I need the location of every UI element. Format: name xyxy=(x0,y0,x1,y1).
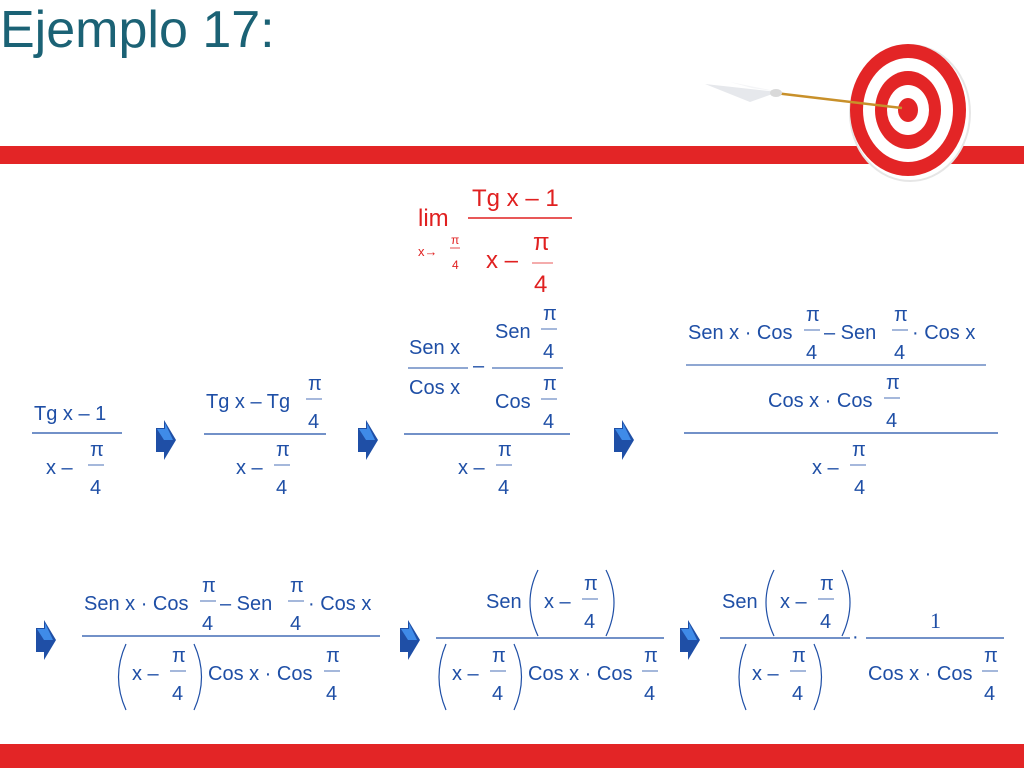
step1-den-x: x – xyxy=(46,457,74,479)
svg-text:– Sen: – Sen xyxy=(220,593,272,615)
step-1: Tg x – 1 x – π 4 xyxy=(32,403,122,499)
svg-text:π: π xyxy=(886,372,900,394)
svg-text:π: π xyxy=(852,439,866,461)
svg-text:Cos x · Cos: Cos x · Cos xyxy=(868,663,972,685)
target-icon xyxy=(705,44,971,182)
svg-text:Cos x · Cos: Cos x · Cos xyxy=(208,663,312,685)
svg-text:4: 4 xyxy=(820,611,831,633)
right-arrow-icon xyxy=(614,420,634,460)
step-3: Sen x Cos x – Sen π 4 Cos π 4 x – π 4 xyxy=(404,303,570,499)
step-4: Sen x · Cos π 4 – Sen π 4 · Cos x Cos x … xyxy=(684,304,998,499)
svg-text:4: 4 xyxy=(492,683,503,705)
svg-text:4: 4 xyxy=(584,611,595,633)
svg-text:4: 4 xyxy=(290,613,301,635)
svg-text:π: π xyxy=(326,645,340,667)
step-7: Sen x – π 4 x – π 4 · 1 Cos x · Cos π 4 xyxy=(720,569,1004,711)
step2-den-x: x – xyxy=(236,457,264,479)
svg-text:4: 4 xyxy=(326,683,337,705)
svg-text:4: 4 xyxy=(854,477,865,499)
svg-text:π: π xyxy=(543,303,557,325)
step-6: Sen x – π 4 x – π 4 Cos x · Cos π 4 xyxy=(436,569,664,711)
svg-text:π: π xyxy=(90,439,104,461)
svg-text:4: 4 xyxy=(984,683,995,705)
svg-text:4: 4 xyxy=(90,477,101,499)
svg-text:Sen x · Cos: Sen x · Cos xyxy=(688,322,792,344)
svg-text:x –: x – xyxy=(544,591,572,613)
lim-sub-four: 4 xyxy=(452,258,459,272)
svg-text:4: 4 xyxy=(644,683,655,705)
svg-text:Sen: Sen xyxy=(722,591,758,613)
svg-text:π: π xyxy=(894,304,908,326)
svg-text:π: π xyxy=(644,645,658,667)
svg-text:π: π xyxy=(820,573,834,595)
svg-text:π: π xyxy=(584,573,598,595)
svg-text:4: 4 xyxy=(792,683,803,705)
svg-text:· Cos x: · Cos x xyxy=(308,593,371,615)
lim-den-pi: π xyxy=(533,229,550,256)
svg-text:x –: x – xyxy=(780,591,808,613)
arrow-icon xyxy=(705,82,903,110)
lim-label: lim xyxy=(418,205,449,232)
svg-text:4: 4 xyxy=(308,411,319,433)
svg-text:· Cos x: · Cos x xyxy=(912,322,975,344)
svg-text:Sen: Sen xyxy=(495,321,531,343)
svg-text:Cos x: Cos x xyxy=(409,377,460,399)
svg-text:π: π xyxy=(806,304,820,326)
page-title: Ejemplo 17: xyxy=(0,1,275,59)
svg-text:π: π xyxy=(276,439,290,461)
svg-text:4: 4 xyxy=(172,683,183,705)
step2-numerator: Tg x – Tg xyxy=(206,391,290,413)
svg-text:Sen x · Cos: Sen x · Cos xyxy=(84,593,188,615)
svg-text:π: π xyxy=(172,645,186,667)
svg-text:x –: x – xyxy=(452,663,480,685)
right-arrow-icon xyxy=(680,620,700,660)
svg-text:·: · xyxy=(852,626,859,648)
lim-den-four: 4 xyxy=(534,271,547,298)
svg-text:4: 4 xyxy=(806,342,817,364)
lim-sub-pi: π xyxy=(451,233,459,247)
svg-text:4: 4 xyxy=(543,341,554,363)
svg-text:π: π xyxy=(792,645,806,667)
svg-text:4: 4 xyxy=(894,342,905,364)
svg-text:4: 4 xyxy=(498,477,509,499)
lim-subscript: x→ xyxy=(418,244,438,259)
svg-text:– Sen: – Sen xyxy=(824,322,876,344)
svg-text:x –: x – xyxy=(812,457,840,479)
svg-text:π: π xyxy=(202,575,216,597)
svg-text:Sen: Sen xyxy=(486,591,522,613)
right-arrow-icon xyxy=(156,420,176,460)
step-2: Tg x – Tg π 4 x – π 4 xyxy=(204,373,326,499)
top-accent-band xyxy=(0,146,1024,164)
lim-numerator: Tg x – 1 xyxy=(472,185,559,212)
svg-text:Cos: Cos xyxy=(495,391,531,413)
svg-text:π: π xyxy=(984,645,998,667)
svg-text:π: π xyxy=(290,575,304,597)
bottom-accent-band xyxy=(0,744,1024,768)
svg-text:Sen x: Sen x xyxy=(409,337,460,359)
svg-text:Cos x · Cos: Cos x · Cos xyxy=(768,390,872,412)
svg-text:x –: x – xyxy=(458,457,486,479)
svg-text:π: π xyxy=(498,439,512,461)
step-5: Sen x · Cos π 4 – Sen π 4 · Cos x x – π … xyxy=(82,575,380,711)
svg-text:Cos x · Cos: Cos x · Cos xyxy=(528,663,632,685)
svg-text:4: 4 xyxy=(276,477,287,499)
svg-text:4: 4 xyxy=(543,411,554,433)
svg-text:–: – xyxy=(473,355,485,377)
svg-text:x –: x – xyxy=(132,663,160,685)
svg-text:4: 4 xyxy=(886,410,897,432)
svg-text:1: 1 xyxy=(930,608,941,633)
limit-expression: lim x→ π 4 Tg x – 1 x – π 4 xyxy=(418,185,572,298)
right-arrow-icon xyxy=(36,620,56,660)
svg-text:π: π xyxy=(308,373,322,395)
right-arrow-icon xyxy=(400,620,420,660)
right-arrow-icon xyxy=(358,420,378,460)
step1-numerator: Tg x – 1 xyxy=(34,403,106,425)
svg-text:π: π xyxy=(543,373,557,395)
svg-text:π: π xyxy=(492,645,506,667)
svg-text:x –: x – xyxy=(752,663,780,685)
svg-text:4: 4 xyxy=(202,613,213,635)
lim-den-x: x – xyxy=(486,247,519,274)
